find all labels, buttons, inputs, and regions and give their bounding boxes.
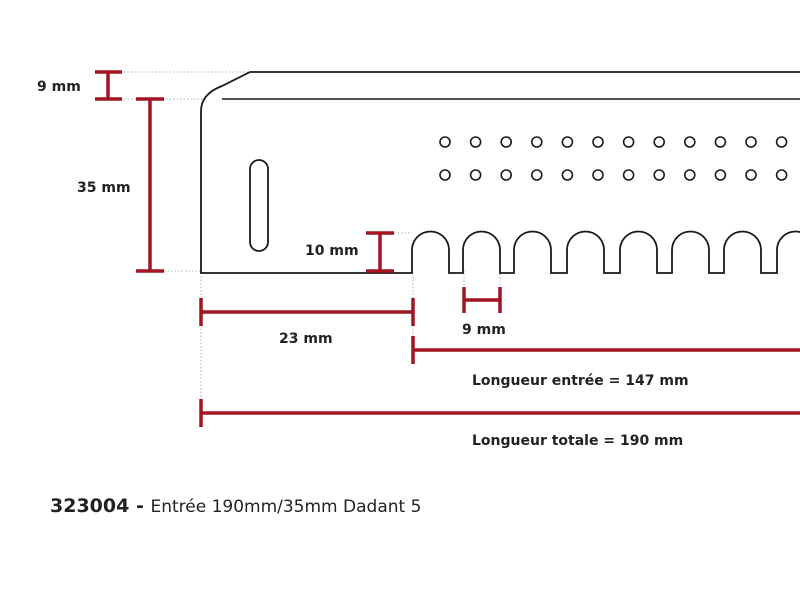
dim-label-notch-height: 10 mm: [305, 243, 359, 259]
ventilation-hole: [592, 169, 604, 181]
ventilation-hole: [561, 169, 574, 181]
product-description: Entrée 190mm/35mm Dadant 5: [150, 497, 422, 517]
ventilation-hole: [622, 169, 635, 181]
dim-label-entry-length: Longueur entrée = 147 mm: [472, 373, 689, 389]
caption-separator: -: [129, 495, 151, 517]
ventilation-hole: [530, 169, 543, 181]
ventilation-hole: [714, 169, 727, 181]
dim-label-total-length: Longueur totale = 190 mm: [472, 433, 684, 449]
ventilation-hole: [714, 136, 727, 148]
ventilation-hole: [561, 136, 574, 148]
ventilation-hole: [530, 136, 543, 148]
ventilation-holes: [439, 136, 788, 181]
product-caption: 323004 - Entrée 190mm/35mm Dadant 5: [50, 495, 421, 517]
ventilation-hole: [745, 136, 757, 148]
ventilation-hole: [653, 136, 666, 148]
ventilation-hole: [775, 136, 788, 148]
ventilation-hole: [622, 136, 635, 148]
product-code: 323004: [50, 495, 130, 517]
dimension-lines: [95, 70, 800, 427]
mounting-slot: [249, 159, 269, 252]
ventilation-hole: [683, 169, 696, 181]
ventilation-hole: [500, 169, 513, 181]
ventilation-hole: [745, 169, 757, 181]
ventilation-hole: [469, 136, 482, 148]
part-outline: [200, 71, 800, 274]
notched-edge: [411, 230, 800, 274]
ventilation-hole: [469, 169, 482, 181]
dim-label-notch-width: 9 mm: [462, 322, 506, 338]
ventilation-hole: [775, 169, 788, 181]
dim-label-height: 35 mm: [77, 180, 131, 196]
ventilation-hole: [439, 136, 451, 148]
dim-label-top-thickness: 9 mm: [37, 79, 81, 95]
ventilation-hole: [653, 169, 666, 181]
ventilation-hole: [683, 136, 696, 148]
ventilation-hole: [592, 136, 604, 148]
ventilation-hole: [500, 136, 513, 148]
ventilation-hole: [439, 169, 451, 181]
dim-label-offset: 23 mm: [279, 331, 333, 347]
